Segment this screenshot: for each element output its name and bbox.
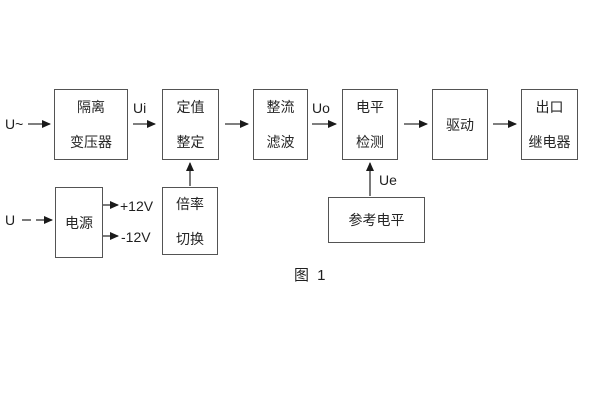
block-reference-level: 参考电平 xyxy=(328,197,425,243)
label-ac-input: U~ xyxy=(5,116,24,132)
block-label-line: 切换 xyxy=(176,230,204,247)
block-label-line: 检测 xyxy=(356,134,384,150)
block-label-line: 定值 xyxy=(176,99,205,115)
label-ue: Ue xyxy=(379,172,397,188)
label-minus-12v: -12V xyxy=(121,229,151,245)
block-label-line: 变压器 xyxy=(70,134,112,150)
block-label-line: 继电器 xyxy=(528,134,571,150)
block-label-line: 整定 xyxy=(176,134,205,150)
label-uo: Uo xyxy=(312,100,330,116)
block-power-supply: 电源 xyxy=(55,187,103,258)
figure-caption: 图 1 xyxy=(294,267,328,284)
block-driver: 驱动 xyxy=(432,89,488,160)
block-label-line: 参考电平 xyxy=(348,212,405,228)
label-plus-12v: +12V xyxy=(120,198,154,214)
block-label-line: 滤波 xyxy=(266,134,295,150)
block-rectifier-filter: 整流 滤波 xyxy=(253,89,308,160)
block-label-line: 电源 xyxy=(65,214,93,231)
block-label-line: 倍率 xyxy=(176,195,204,212)
label-dc-input: U xyxy=(5,212,16,228)
block-label-line: 整流 xyxy=(266,99,295,115)
block-level-detection: 电平 检测 xyxy=(342,89,398,160)
block-setting-adjust: 定值 整定 xyxy=(162,89,219,160)
block-output-relay: 出口 继电器 xyxy=(521,89,578,160)
block-label-line: 出口 xyxy=(535,99,564,115)
block-label-line: 电平 xyxy=(356,99,384,115)
block-label-line: 驱动 xyxy=(446,116,474,133)
block-label-line: 隔离 xyxy=(77,99,105,115)
block-isolation-transformer: 隔离 变压器 xyxy=(54,89,128,160)
label-ui: Ui xyxy=(133,100,147,116)
block-ratio-switch: 倍率 切换 xyxy=(162,187,218,255)
